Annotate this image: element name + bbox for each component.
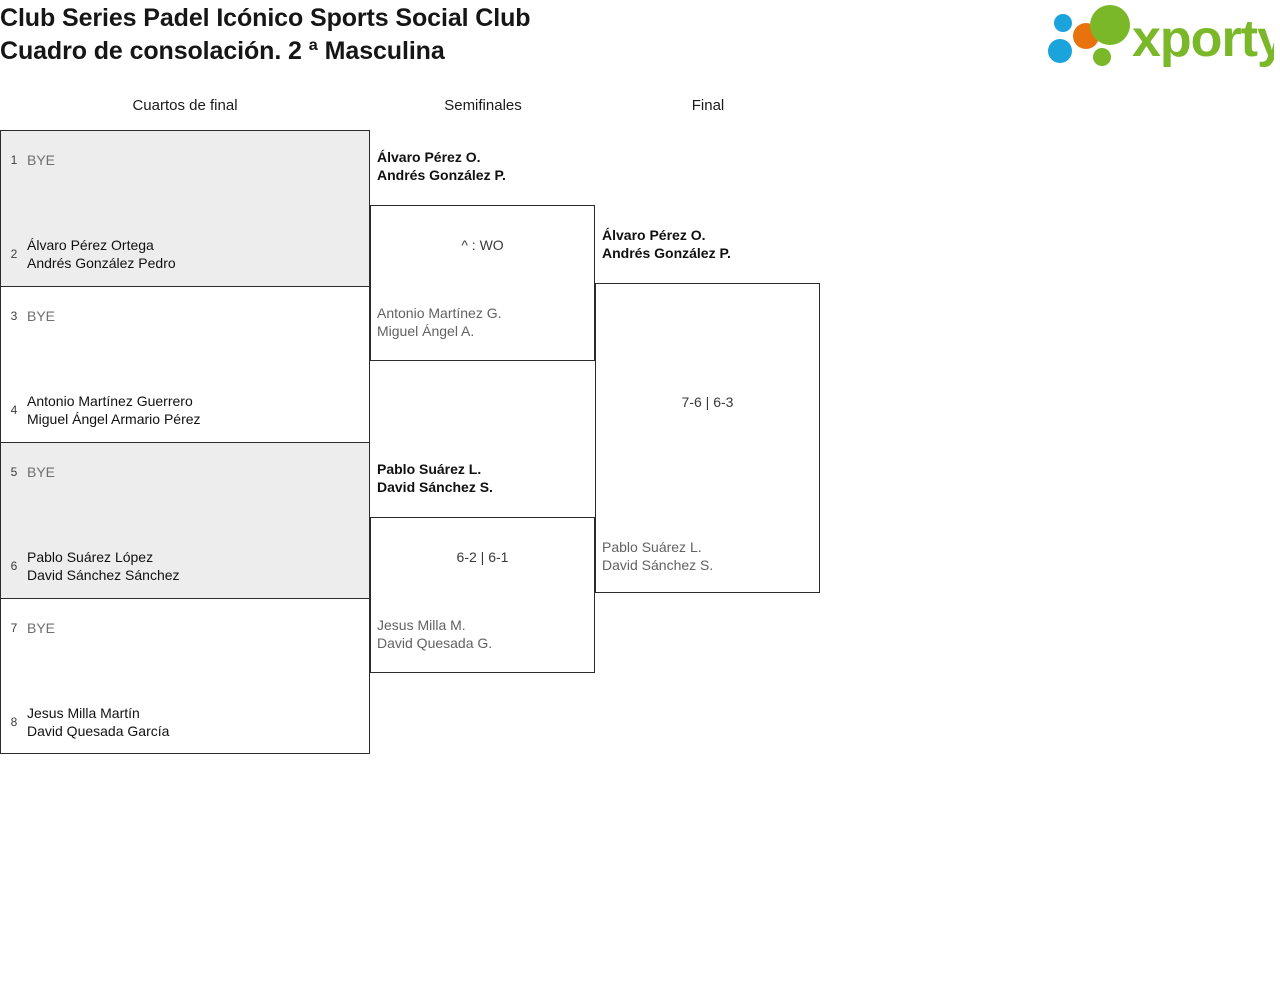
seed-number: 5 <box>10 465 18 479</box>
player-names: BYE <box>27 620 56 636</box>
player-names: BYE <box>27 464 56 480</box>
player-names: BYE <box>27 308 56 324</box>
round-header-quarterfinals: Cuartos de final <box>132 97 238 114</box>
seed-number: 3 <box>10 309 18 323</box>
player-names: Pablo Suárez López David Sánchez Sánchez <box>27 549 180 583</box>
sf1-winner-names: Álvaro Pérez O. Andrés González P. <box>377 149 506 183</box>
seed-number: 7 <box>10 621 18 635</box>
match-r1-4[interactable]: 7 BYE 8 Jesus Milla Martín David Quesada… <box>1 599 369 755</box>
sf2-winner-names: Pablo Suárez L. David Sánchez S. <box>377 461 493 495</box>
r1-slot-seed5[interactable]: 5 BYE <box>1 455 369 489</box>
match-sf-2[interactable]: 6-2 | 6-1 <box>370 517 595 673</box>
match-sf-1[interactable]: ^ : WO <box>370 205 595 361</box>
r1-slot-seed4[interactable]: 4 Antonio Martínez Guerrero Miguel Ángel… <box>1 393 369 427</box>
player-names: BYE <box>27 152 56 168</box>
seed-number: 6 <box>10 559 18 573</box>
seed-number: 2 <box>10 247 18 261</box>
sf1-loser-names: Antonio Martínez G. Miguel Ángel A. <box>377 305 502 339</box>
round1-container: 1 BYE 2 Álvaro Pérez Ortega Andrés Gonzá… <box>0 130 370 754</box>
match-r1-2[interactable]: 3 BYE 4 Antonio Martínez Guerrero Miguel… <box>1 287 369 443</box>
match-score: 7-6 | 6-3 <box>681 394 734 410</box>
logo-dots-icon <box>1048 5 1130 66</box>
r1-slot-seed6[interactable]: 6 Pablo Suárez López David Sánchez Sánch… <box>1 549 369 583</box>
r1-slot-seed2[interactable]: 2 Álvaro Pérez Ortega Andrés González Pe… <box>1 237 369 271</box>
match-r1-1[interactable]: 1 BYE 2 Álvaro Pérez Ortega Andrés Gonzá… <box>1 131 369 287</box>
r1-slot-seed8[interactable]: 8 Jesus Milla Martín David Quesada Garcí… <box>1 705 369 739</box>
match-final[interactable]: 7-6 | 6-3 <box>595 283 820 593</box>
seed-number: 4 <box>10 403 18 417</box>
round-header-semifinals: Semifinales <box>444 97 522 114</box>
match-score: ^ : WO <box>461 237 504 253</box>
player-names: Jesus Milla Martín David Quesada García <box>27 705 170 739</box>
r1-slot-seed7[interactable]: 7 BYE <box>1 611 369 645</box>
svg-text:xporty: xporty <box>1132 10 1274 68</box>
sf2-loser-names: Jesus Milla M. David Quesada G. <box>377 617 493 651</box>
final-winner-names: Álvaro Pérez O. Andrés González P. <box>602 227 731 261</box>
final-loser-names: Pablo Suárez L. David Sánchez S. <box>602 539 714 573</box>
player-names: Antonio Martínez Guerrero Miguel Ángel A… <box>27 393 201 427</box>
r1-slot-seed3[interactable]: 3 BYE <box>1 299 369 333</box>
logo-wordmark: xporty <box>1132 10 1274 68</box>
page-title: Club Series Padel Icónico Sports Social … <box>0 4 531 65</box>
match-r1-3[interactable]: 5 BYE 6 Pablo Suárez López David Sánchez… <box>1 443 369 599</box>
seed-number: 1 <box>10 153 18 167</box>
seed-number: 8 <box>10 715 18 729</box>
player-names: Álvaro Pérez Ortega Andrés González Pedr… <box>27 237 176 271</box>
xporty-logo[interactable]: xporty <box>1044 4 1274 68</box>
match-score: 6-2 | 6-1 <box>456 549 509 565</box>
r1-slot-seed1[interactable]: 1 BYE <box>1 143 369 177</box>
round-header-final: Final <box>691 97 725 114</box>
